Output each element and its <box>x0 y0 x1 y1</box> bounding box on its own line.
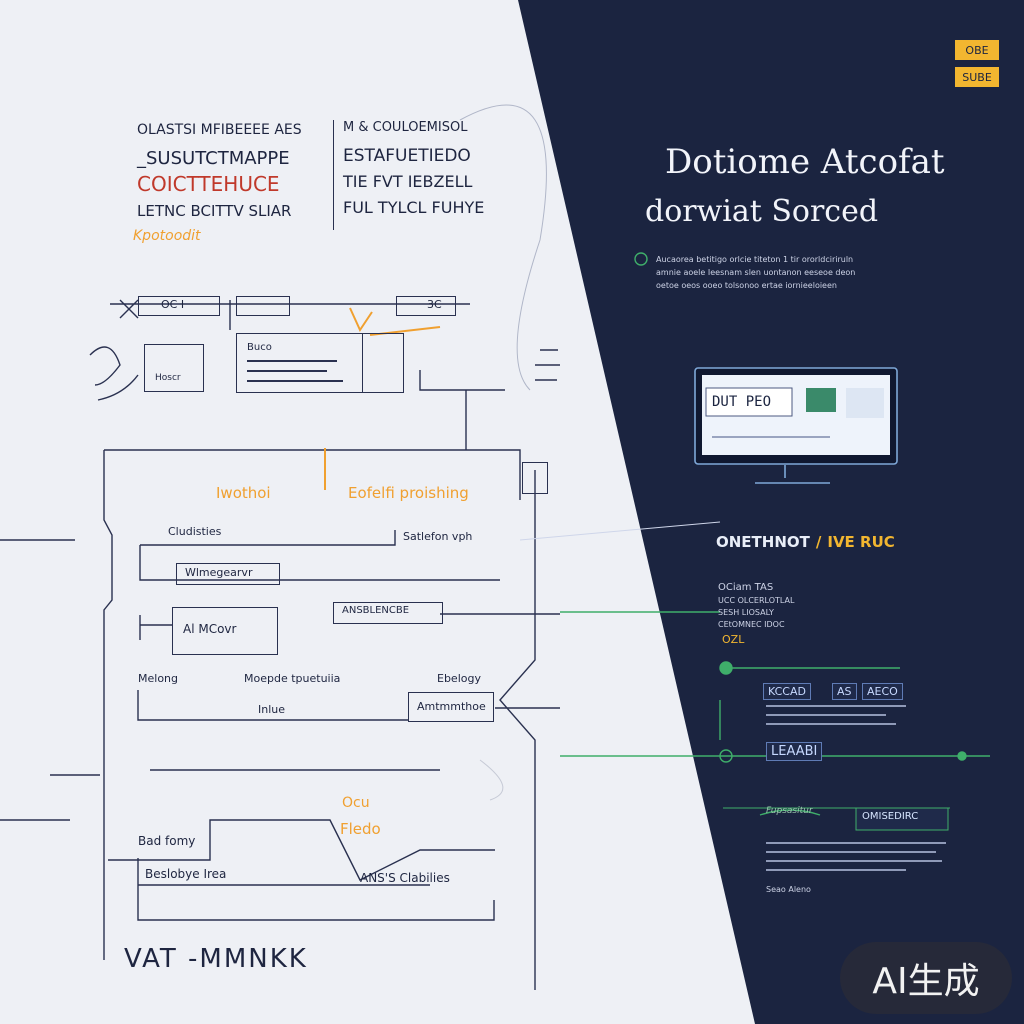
small-node-right[interactable] <box>522 462 548 494</box>
orange-label-right: Eofelfi proishing <box>348 484 469 502</box>
section-line-1: UCC OLCERLOTLAL <box>718 596 795 605</box>
label-mid-3: Moepde tpuetuiia <box>244 672 341 685</box>
node-top-1-label: OC I <box>161 298 185 311</box>
divider-vertical <box>333 120 334 230</box>
dark-panel-bg <box>518 0 1024 1024</box>
label-left-3: Melong <box>138 672 178 685</box>
heading-line-4: LETNC BCITTV SLIAR <box>137 202 292 220</box>
script-label: Fupsasitur <box>766 806 813 816</box>
caption-row-1: Cludisties <box>168 525 222 538</box>
label-left-4: Bad fomy <box>138 834 196 848</box>
banner: ONETHNOT / IVE RUC <box>716 533 895 551</box>
mid-heading-2: ESTAFUETIEDO <box>343 146 471 166</box>
corner-tag-1: OBE <box>955 40 999 60</box>
label-mid-5: ANS'S Clabilies <box>360 871 450 885</box>
node-top-2[interactable]: 3C <box>396 296 456 316</box>
node-row-2-label: Al MCovr <box>183 622 237 636</box>
dark-title-1: Dotiome Atcofat <box>665 142 945 182</box>
dark-desc-3: oetoe oeos ooeo tolsonoo ertae iornieelo… <box>656 281 837 290</box>
text-block-2 <box>766 842 946 871</box>
node-top-1[interactable]: OC I <box>138 296 220 316</box>
node-top-mid[interactable] <box>236 296 290 316</box>
node-row-1[interactable]: Wlmegearvr <box>176 563 280 585</box>
node-row-3-label: Amtmmthoe <box>417 700 486 713</box>
chip-1[interactable]: KCCAD <box>763 683 811 700</box>
label-row-3-sub: Inlue <box>258 703 286 716</box>
heading-line-3-red: COICTTEHUCE <box>137 172 280 196</box>
label-right-3: Ebelogy <box>437 672 481 685</box>
mid-heading-1: M & COULOEMISOL <box>343 120 468 135</box>
orange-bottom-1: Ocu <box>342 795 370 811</box>
green-node-1 <box>634 252 648 266</box>
node-left-label: Hoscr <box>155 373 181 383</box>
caption-row-1-right: Satlefon vph <box>403 530 473 543</box>
banner-right: IVE RUC <box>827 533 895 551</box>
text-block-1 <box>766 705 906 725</box>
node-row-1-label: Wlmegearvr <box>185 566 253 579</box>
chip-4[interactable]: LEAABI <box>766 742 823 761</box>
node-row-2-right-label: ANSBLENCBE <box>342 605 410 616</box>
section-title: OCiam TAS <box>718 582 774 593</box>
chip-5[interactable]: OMISEDIRC <box>862 811 919 822</box>
footer-text: Seao Aleno <box>766 885 811 894</box>
section-line-2: SESH LIOSALY <box>718 608 774 617</box>
chip-3[interactable]: AECO <box>862 683 903 700</box>
mid-heading-3: TIE FVT IEBZELL <box>343 172 473 191</box>
bottom-scrawl: VAT -MMNKK <box>124 944 308 974</box>
heading-line-1: OLASTSI MFIBEEEE AES <box>137 122 302 138</box>
node-row-2[interactable]: Al MCovr <box>172 607 278 655</box>
chip-2[interactable]: AS <box>832 683 857 700</box>
banner-left: ONETHNOT <box>716 533 810 551</box>
orange-label-left: Iwothoi <box>216 484 271 502</box>
node-center-label: Buco <box>247 342 272 353</box>
label-left-5: Beslobye Irea <box>145 867 227 881</box>
right-rail <box>499 470 536 990</box>
corner-tag-2: SUBE <box>955 67 999 87</box>
orange-bottom-2: Fledo <box>340 820 381 838</box>
node-left[interactable]: Hoscr <box>144 344 204 392</box>
heading-line-2: _SUSUTCTMAPPE <box>137 148 290 169</box>
mid-heading-4: FUL TYLCL FUHYE <box>343 198 485 217</box>
main-frame <box>103 449 521 960</box>
node-row-3[interactable]: Amtmmthoe <box>408 692 494 722</box>
node-right-stack[interactable] <box>362 333 404 393</box>
monitor-screen-label: DUT PEO <box>712 394 772 410</box>
dark-title-2: dorwiat Sorced <box>645 194 879 229</box>
node-top-2-label: 3C <box>427 298 442 311</box>
section-yellow: OZL <box>722 633 745 646</box>
section-line-3: CEtOMNEC IDOC <box>718 620 785 629</box>
node-row-2-right[interactable]: ANSBLENCBE <box>333 602 443 624</box>
dark-desc-2: amnie aoele Ieesnam slen uontanon eeseoe… <box>656 268 856 277</box>
dark-desc-1: Aucaorea betitigo orlcie titeton 1 tir o… <box>656 255 854 264</box>
heading-line-5-orange: Kpotoodit <box>133 228 201 244</box>
ai-generated-badge: AI生成 <box>840 942 1012 1014</box>
